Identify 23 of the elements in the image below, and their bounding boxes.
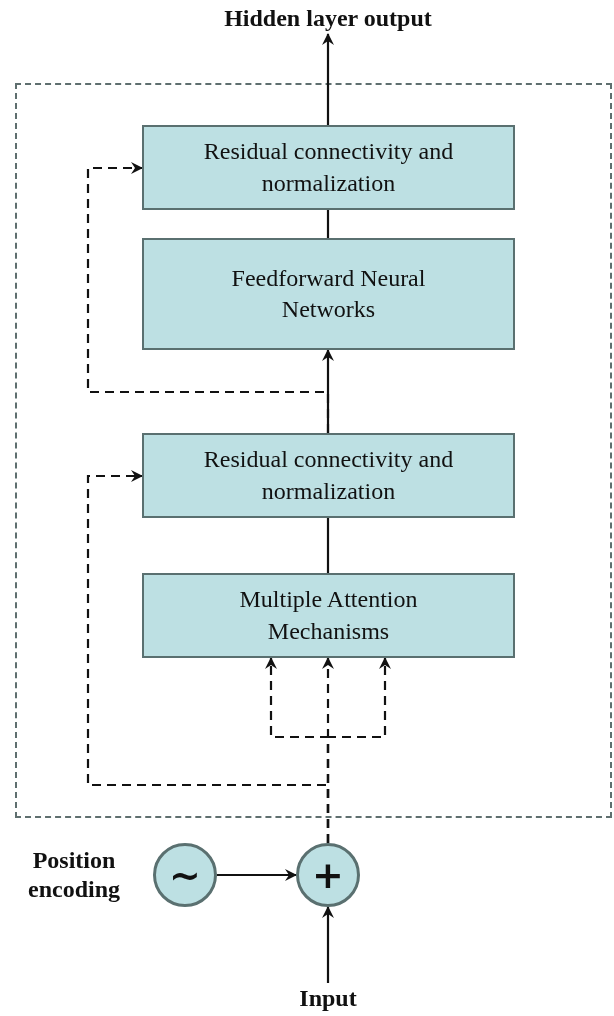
arrow — [217, 869, 297, 881]
dashed-frame — [15, 83, 612, 818]
arrow — [322, 906, 334, 983]
arrow — [86, 470, 330, 843]
box-label: Feedforward Neural Networks — [230, 263, 427, 324]
text-label: Hidden layer output — [224, 3, 432, 33]
operator-circle — [153, 843, 217, 907]
box-label: Residual connectivity and normalization — [203, 137, 454, 198]
side-label: Position encoding — [27, 846, 121, 904]
box-label: Multiple Attention Mechanisms — [238, 585, 419, 646]
box-label: Residual connectivity and normalization — [203, 445, 454, 506]
text-label: Input — [299, 983, 357, 1013]
operator-circle — [296, 843, 360, 907]
symbol-label: ~ — [169, 856, 201, 894]
process-box — [142, 573, 515, 658]
arrow — [322, 33, 334, 125]
process-box — [142, 433, 515, 518]
symbol-label: + — [312, 856, 344, 894]
connector-line — [326, 518, 330, 573]
arrow — [86, 162, 330, 433]
process-box — [142, 238, 515, 350]
connector-line — [326, 210, 330, 238]
process-box — [142, 125, 515, 210]
